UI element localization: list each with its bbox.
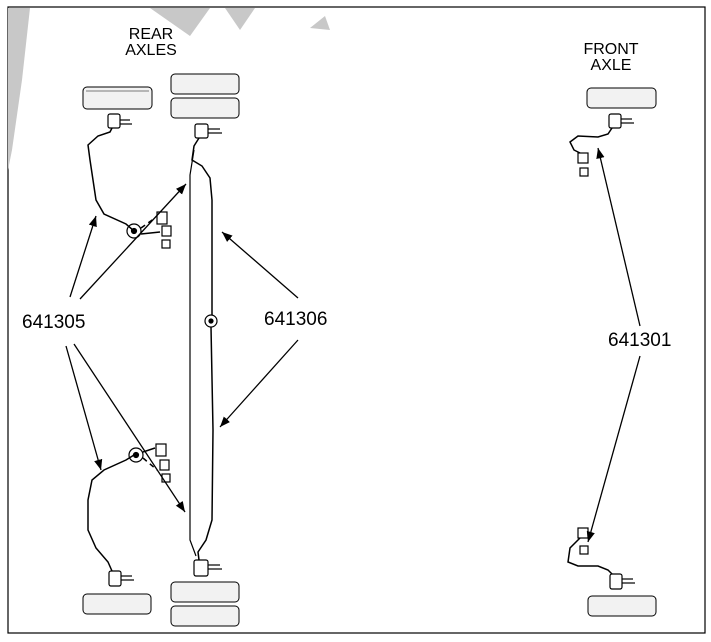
sensor-front-lower-junction [577, 527, 589, 539]
front-axle-title: FRONT AXLE [576, 42, 646, 74]
sensor-rear-right-bottom [193, 559, 209, 577]
leader-641305-a [69, 215, 97, 298]
front-axle-title-line2: AXLE [590, 57, 632, 74]
sensor-group [107, 113, 635, 590]
valve-rear-lower-2 [159, 459, 170, 471]
leader-641301-b [586, 355, 641, 543]
leader-641305-b [79, 183, 187, 300]
leader-641305-c [65, 345, 103, 471]
tire-rear-right-top-outer [170, 73, 240, 95]
sensor-rear-right-top [194, 123, 209, 139]
leader-arrows [65, 147, 641, 543]
sensor-front-bottom [609, 573, 623, 590]
tire-rear-right-bottom-inner [170, 605, 240, 627]
valve-rear-upper-2 [161, 225, 172, 237]
cable-641305-upper-left [87, 127, 135, 232]
sensor-front-upper-junction [577, 152, 589, 164]
part-number-641306: 641306 [264, 309, 328, 330]
modulator-group [126, 211, 218, 483]
tire-front-bottom [587, 595, 657, 617]
rear-axles-title-line1: REAR [128, 26, 174, 43]
tire-rear-left-bottom [82, 593, 152, 615]
tire-rear-right-bottom-outer [170, 581, 240, 603]
harness-wires [87, 127, 613, 575]
cable-641305-upper-link2 [140, 231, 161, 235]
part-number-641305: 641305 [22, 312, 86, 333]
valve-rear-upper-3 [161, 239, 171, 249]
cable-641305-lower-link [142, 457, 158, 471]
leader-641306-b [219, 339, 299, 428]
sensor-front-upper-connector [579, 167, 589, 177]
valve-rear-upper-1 [156, 211, 168, 225]
tire-front-top [586, 87, 657, 109]
cable-641306-branch [189, 149, 197, 557]
cable-641305-lower-left [87, 454, 135, 572]
cable-641301-lower [567, 537, 613, 575]
diagram-border [7, 6, 706, 634]
tire-group [82, 73, 657, 627]
cable-641305-upper-link [140, 217, 156, 229]
scan-artifacts [8, 8, 330, 170]
sensor-front-lower-connector [579, 545, 589, 555]
leader-641306-a [221, 231, 299, 299]
cable-641306-lower [197, 326, 214, 561]
part-number-641301: 641301 [608, 330, 672, 351]
valve-rear-lower-1 [155, 443, 167, 457]
sensor-rear-left-bottom [108, 570, 122, 587]
cable-641301-upper [569, 127, 613, 154]
leader-641301-a [596, 147, 641, 327]
sensor-front-top [608, 113, 622, 129]
sensor-rear-left-top [107, 113, 121, 129]
rear-axles-title: REAR AXLES [111, 27, 191, 59]
front-axle-title-line1: FRONT [583, 41, 639, 58]
rear-axles-title-line2: AXLES [125, 42, 177, 59]
cable-641306-upper [191, 137, 213, 315]
tire-rear-left-top [82, 86, 153, 110]
tire-rear-right-top-inner [170, 97, 240, 119]
leader-641305-d [73, 343, 186, 513]
